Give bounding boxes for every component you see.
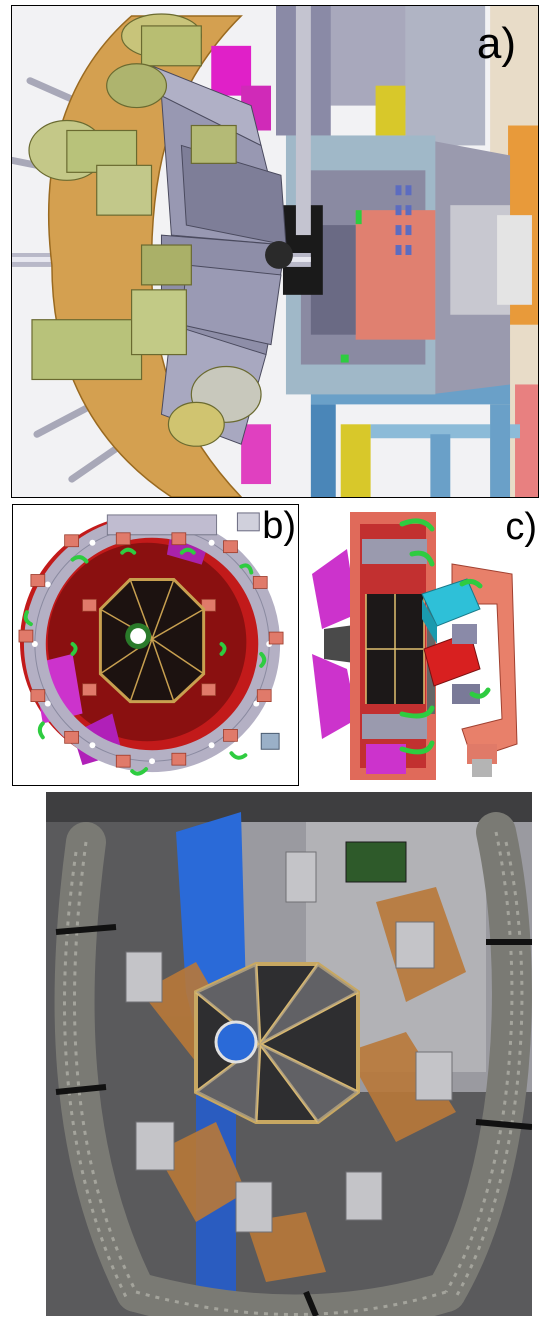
cad-assembly-drawing <box>12 6 538 497</box>
figure-panel-b: b) <box>12 504 299 786</box>
figure-panel-c: c) <box>302 504 539 786</box>
panel-label-a: a) <box>476 19 516 68</box>
detector-photograph <box>46 792 532 1316</box>
cad-front-view-drawing <box>13 505 298 785</box>
photo-rendering <box>46 792 532 1316</box>
figure-panel-a: a) <box>11 5 539 498</box>
panel-label-b: b) <box>262 505 296 547</box>
cad-side-view-drawing <box>302 504 539 786</box>
panel-label-c: c) <box>505 506 537 548</box>
